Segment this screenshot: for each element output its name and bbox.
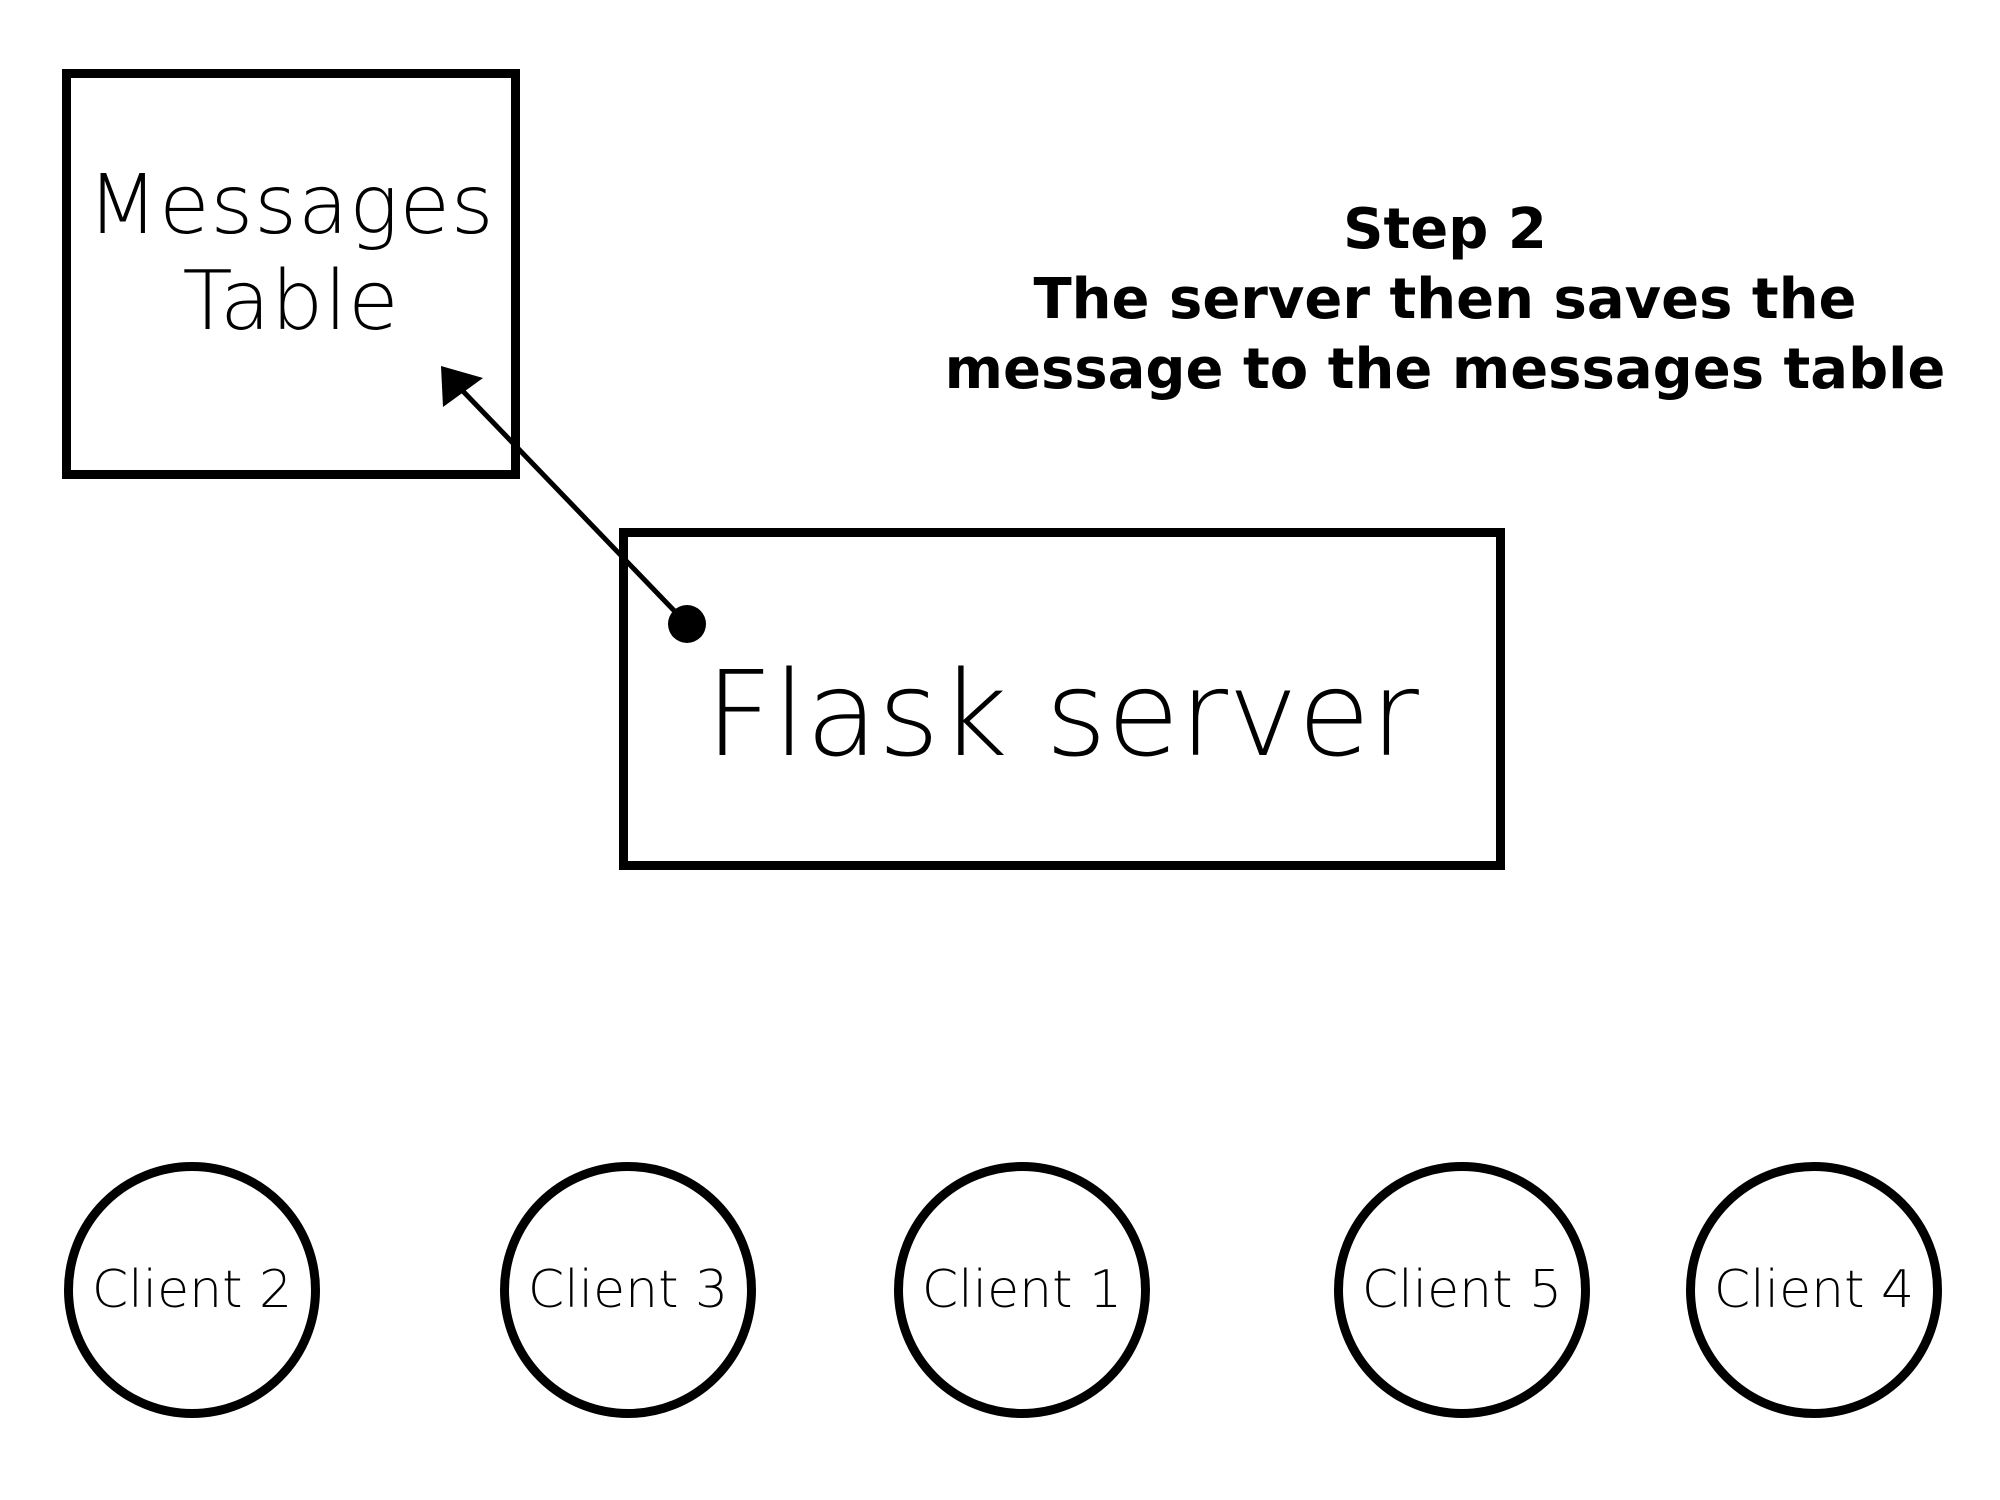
client-node-5: Client 5 (1334, 1162, 1590, 1418)
messages-table-label: Messages Table (87, 158, 494, 350)
client-node-4: Client 4 (1686, 1162, 1942, 1418)
messages-table-label-line1: Messages (87, 158, 495, 253)
step-caption: Step 2 The server then saves the message… (930, 195, 1960, 405)
client-node-1: Client 1 (894, 1162, 1150, 1418)
flask-server-label: Flask server (705, 645, 1419, 783)
client-node-2: Client 2 (64, 1162, 320, 1418)
client-label: Client 4 (1713, 1260, 1915, 1320)
flask-server-node: Flask server (619, 528, 1505, 870)
client-label: Client 2 (91, 1260, 293, 1320)
messages-table-node: Messages Table (62, 69, 520, 479)
client-label: Client 1 (921, 1260, 1123, 1320)
client-node-3: Client 3 (500, 1162, 756, 1418)
client-label: Client 3 (527, 1260, 729, 1320)
client-label: Client 5 (1361, 1260, 1563, 1320)
step-description-line2: message to the messages table (944, 337, 1946, 402)
messages-table-label-line2: Table (182, 254, 400, 349)
step-title: Step 2 (1343, 197, 1547, 262)
step-description-line1: The server then saves the (1033, 267, 1857, 332)
